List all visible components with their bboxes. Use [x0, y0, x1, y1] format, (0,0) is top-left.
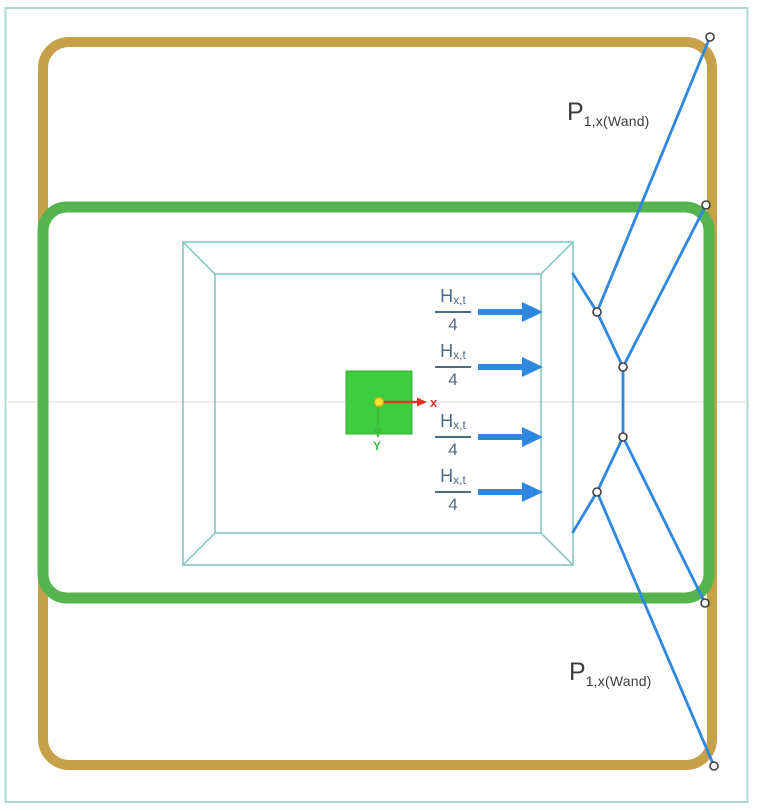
load-arrow-shaft — [478, 489, 523, 495]
fraction-denominator: 4 — [448, 495, 458, 514]
load-line-bottom-wall — [595, 490, 716, 768]
page-border — [4, 7, 749, 803]
wall-load-label-sub: 1,x(Wand) — [583, 113, 650, 129]
fraction-numerator: H — [440, 411, 454, 431]
core-frame-inner-rect — [214, 273, 542, 534]
load-fraction-label-1: Hx,t 4 — [426, 285, 480, 333]
load-arrow-head — [522, 482, 543, 502]
load-arrow-shaft — [478, 309, 523, 315]
y-axis-label: Y — [373, 439, 382, 453]
load-arrows — [478, 302, 543, 502]
wall-load-label-bottom: P1,x(Wand) — [569, 658, 652, 690]
load-arrow-head — [522, 357, 543, 377]
load-line-core-bottom — [571, 490, 599, 534]
load-fraction-label-3: Hx,t 4 — [426, 410, 480, 458]
load-line-green-bottom — [621, 435, 707, 605]
load-arrow-head — [522, 302, 543, 322]
fraction-denominator: 4 — [448, 440, 458, 459]
coordinate-system — [373, 397, 427, 438]
load-arrow-shaft — [478, 434, 523, 440]
core-frame-corner-diagonal-bl — [182, 532, 216, 566]
node-marker — [618, 362, 628, 372]
load-distribution-lines — [571, 35, 716, 768]
core-frame-outer-rect — [182, 241, 574, 566]
fraction-numerator-sub: x,t — [453, 348, 466, 362]
node-marker — [709, 761, 719, 771]
load-fraction-label-4: Hx,t 4 — [426, 465, 480, 513]
fraction-numerator: H — [440, 341, 454, 361]
node-marker — [701, 200, 711, 210]
load-line-n3-n4 — [595, 310, 625, 369]
load-arrow-2 — [478, 357, 543, 377]
wall-load-label-top: P1,x(Wand) — [567, 98, 650, 130]
core-frame-corner-diagonal-tl — [182, 241, 216, 275]
node-marker — [700, 598, 710, 608]
load-arrow-1 — [478, 302, 543, 322]
fraction-numerator-sub: x,t — [453, 473, 466, 487]
wall-load-label-main: P — [569, 658, 586, 686]
node-marker — [592, 307, 602, 317]
load-line-top-wall — [595, 35, 712, 314]
node-marker — [705, 32, 715, 42]
load-arrow-3 — [478, 427, 543, 447]
node-marker — [592, 487, 602, 497]
core-frame-corner-diagonal-tr — [540, 241, 574, 275]
fraction-denominator: 4 — [448, 315, 458, 334]
inner-wall-outline — [37, 201, 715, 604]
origin-node — [374, 397, 384, 407]
core-frame-corner-diagonal-br — [540, 532, 574, 566]
x-axis-arrow-head — [417, 397, 427, 407]
fraction-numerator-sub: x,t — [453, 293, 466, 307]
wall-load-label-sub: 1,x(Wand) — [585, 673, 652, 689]
load-arrow-shaft — [478, 364, 523, 370]
load-line-n5-n6 — [595, 435, 625, 494]
fraction-numerator-sub: x,t — [453, 418, 466, 432]
load-arrow-4 — [478, 482, 543, 502]
x-axis-label: x — [430, 395, 438, 410]
load-arrow-head — [522, 427, 543, 447]
fraction-denominator: 4 — [448, 370, 458, 389]
y-axis-arrow-head — [373, 428, 383, 438]
load-line-core-top — [571, 272, 599, 314]
load-fraction-label-2: Hx,t 4 — [426, 340, 480, 388]
fraction-numerator: H — [440, 286, 454, 306]
node-markers — [592, 32, 719, 771]
node-marker — [618, 432, 628, 442]
load-line-green-top — [621, 203, 708, 369]
wall-load-label-main: P — [567, 98, 584, 126]
core-wall-3d-frame — [182, 241, 574, 566]
fraction-numerator: H — [440, 466, 454, 486]
